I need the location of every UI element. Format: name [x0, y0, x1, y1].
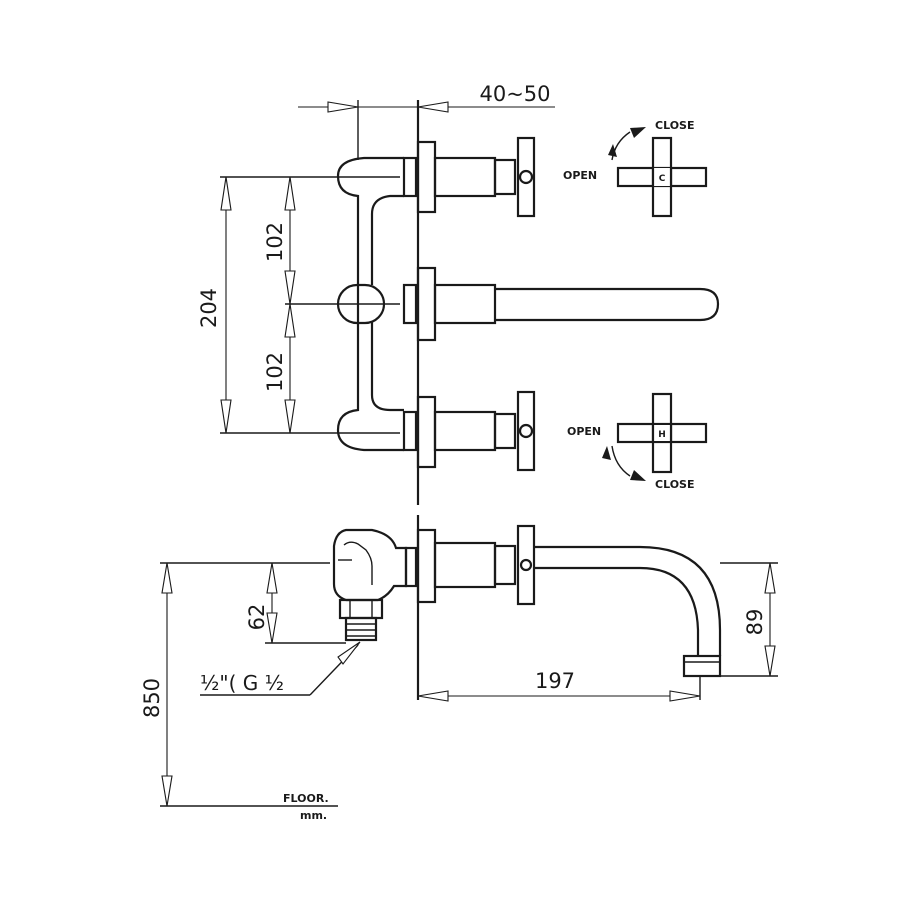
arrow-icon: [417, 101, 449, 113]
elbow-inner-line: [343, 541, 373, 585]
side-handle: [516, 524, 536, 606]
handle-top-center: [653, 168, 671, 186]
rear-elbow: [332, 528, 408, 602]
side-handle-screw: [519, 558, 533, 572]
dim-top-gap: 102: [263, 222, 287, 262]
close-arrow-icon: [630, 127, 646, 138]
handle-detail-top: C CLOSE OPEN: [563, 119, 708, 218]
arrow-icon: [161, 562, 173, 594]
spout-outer-curve: [534, 545, 722, 656]
bottom-valve: [402, 390, 536, 472]
arrow-icon: [327, 101, 359, 113]
bottom-valve-nut: [402, 410, 418, 452]
top-handle-screw: [518, 169, 534, 185]
arrow-icon: [284, 303, 296, 338]
arrow-icon: [266, 612, 278, 644]
rotation-arc-icon: [611, 131, 631, 161]
thread-label: ½"( G ½: [200, 671, 284, 695]
arrow-icon: [669, 690, 701, 702]
manifold-inner: [370, 194, 404, 412]
side-nut: [404, 546, 418, 588]
arrow-icon: [284, 270, 296, 305]
middle-nut: [402, 283, 418, 325]
arrow-icon: [337, 641, 361, 665]
arrow-icon: [417, 690, 449, 702]
close-arrow-icon: [630, 470, 646, 481]
spout-aerator: [682, 654, 722, 678]
middle-body: [433, 283, 497, 325]
dim-spout-length: 197: [535, 669, 575, 693]
open-label-top: OPEN: [563, 169, 597, 182]
side-body: [433, 541, 497, 589]
handle-bottom-center: [654, 425, 670, 441]
arrow-icon: [220, 176, 232, 211]
bottom-valve-flange: [416, 395, 437, 469]
open-arrow-icon: [602, 446, 611, 460]
manifold-outer: [336, 156, 404, 452]
dim-spout-height: 89: [743, 609, 767, 636]
arrow-icon: [284, 399, 296, 434]
handle-detail-bottom: H OPEN CLOSE: [567, 392, 708, 491]
dim-bottom-gap: 102: [263, 352, 287, 392]
top-valve: [402, 136, 536, 218]
arrow-icon: [284, 176, 296, 211]
unit-label: mm.: [300, 809, 327, 822]
handle-bottom-mark: H: [658, 430, 666, 440]
close-label-bottom: CLOSE: [655, 478, 694, 491]
bottom-valve-cap: [493, 412, 517, 450]
handle-bottom-horizontal-bar: [616, 422, 708, 444]
arrow-icon: [764, 562, 776, 594]
side-view: 62 ½"( G ½ 850 FLOOR. mm. 197 89: [140, 515, 778, 822]
top-handle-cross: [516, 136, 536, 218]
top-valve-body: [433, 156, 497, 198]
handle-top-mark: C: [659, 174, 666, 184]
top-view: 40~50 102 102 204: [197, 82, 720, 505]
arrow-icon: [266, 562, 278, 594]
middle-spout: [402, 266, 720, 342]
arrow-icon: [220, 399, 232, 434]
spout-top-view: [495, 287, 720, 322]
side-flange: [416, 528, 437, 604]
arrow-icon: [764, 645, 776, 677]
dim-wall-depth: 40~50: [479, 82, 550, 106]
inlet-nut: [338, 598, 384, 620]
bottom-valve-body: [433, 410, 497, 452]
open-label-bottom: OPEN: [567, 425, 601, 438]
floor-label: FLOOR.: [283, 792, 329, 805]
dim-total-spacing: 204: [197, 288, 221, 328]
arrow-icon: [161, 775, 173, 807]
close-label-top: CLOSE: [655, 119, 694, 132]
middle-flange: [416, 266, 437, 342]
rotation-arc-icon: [611, 445, 631, 477]
bottom-handle-cross: [516, 390, 536, 472]
inlet-thread: [344, 616, 378, 642]
open-arrow-icon: [608, 144, 617, 157]
spout-inner-curve: [534, 566, 700, 656]
top-valve-flange: [416, 140, 437, 214]
top-valve-nut: [402, 156, 418, 198]
dim-floor-height: 850: [140, 678, 164, 718]
top-valve-cap: [493, 158, 517, 196]
side-cap: [493, 544, 517, 586]
bottom-handle-screw: [518, 423, 534, 439]
dim-inlet-height: 62: [245, 604, 269, 631]
